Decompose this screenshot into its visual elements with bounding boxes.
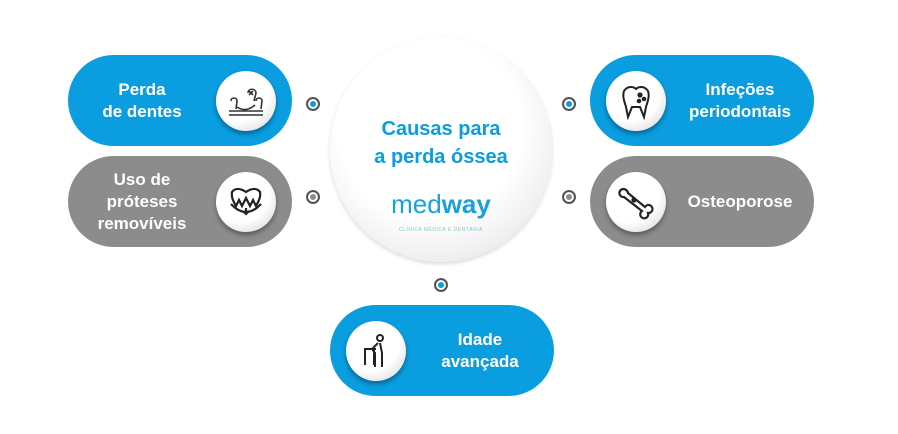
connector-dot bbox=[562, 190, 576, 204]
connector-dot bbox=[306, 97, 320, 111]
elderly-walker-icon bbox=[346, 320, 406, 381]
bone-icon bbox=[606, 171, 666, 232]
missing-tooth-icon bbox=[216, 70, 276, 131]
denture-icon bbox=[216, 171, 276, 232]
cause-osteoporosis: Osteoporose bbox=[590, 156, 814, 247]
connector-dot bbox=[306, 190, 320, 204]
connector-dot bbox=[434, 278, 448, 292]
connector-dot bbox=[562, 97, 576, 111]
infected-tooth-icon bbox=[606, 70, 666, 131]
